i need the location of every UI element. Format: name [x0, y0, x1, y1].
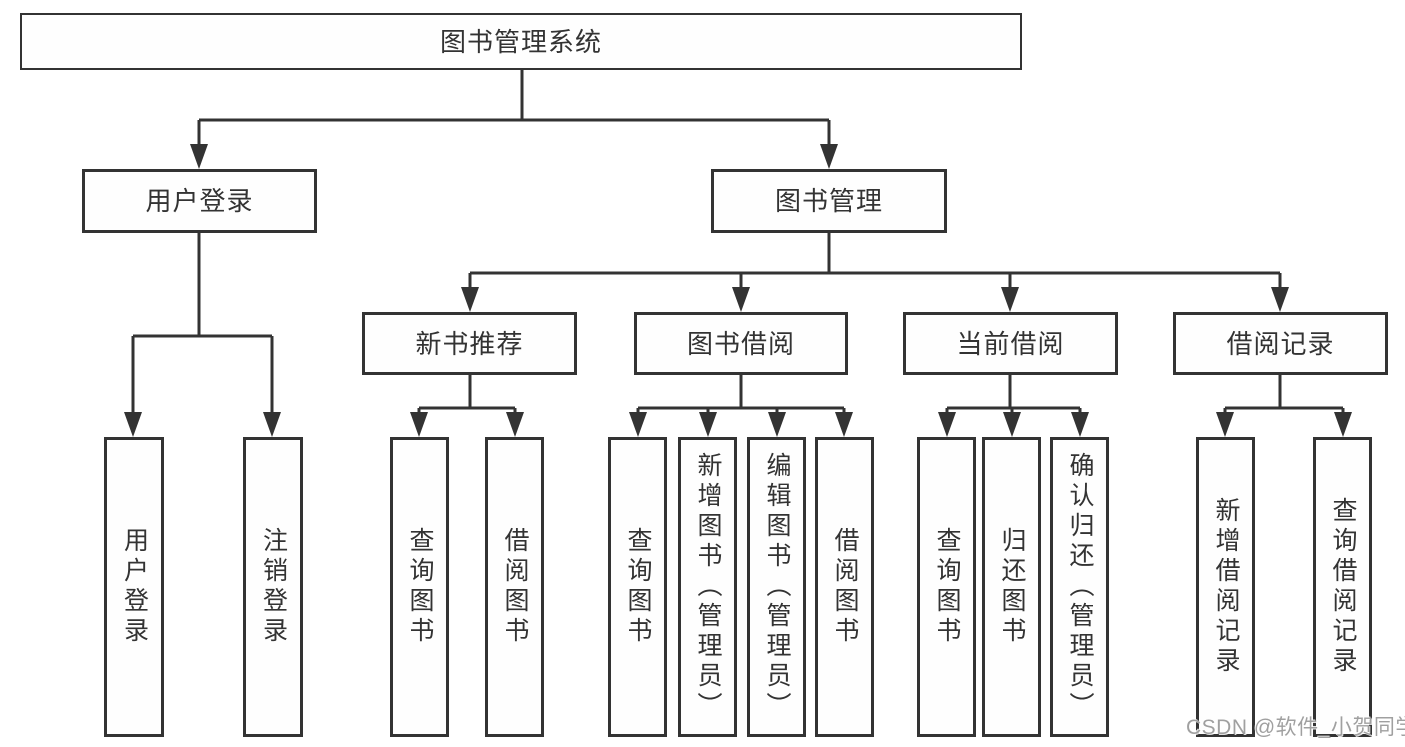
- node-leaf-br-add: 新增借阅记录: [1196, 437, 1255, 737]
- node-borrow-records: 借阅记录: [1173, 312, 1388, 375]
- node-leaf-login: 用户登录: [104, 437, 164, 737]
- node-book-mgmt: 图书管理: [711, 169, 947, 233]
- node-leaf-logout-label: 注销登录: [259, 527, 288, 647]
- node-leaf-bb-query: 查询图书: [608, 437, 667, 737]
- node-leaf-cb-return-label: 归还图书: [998, 527, 1026, 647]
- node-current-borrow-label: 当前借阅: [956, 328, 1065, 359]
- node-leaf-br-query-label: 查询借阅记录: [1329, 497, 1357, 677]
- node-leaf-br-query: 查询借阅记录: [1313, 437, 1372, 737]
- node-borrow-records-label: 借阅记录: [1226, 328, 1335, 359]
- watermark: CSDN @软件_小贺同学: [1186, 716, 1405, 739]
- node-leaf-bb-add-label: 新增图书（管理员）: [694, 452, 722, 722]
- node-book-borrow: 图书借阅: [634, 312, 848, 375]
- node-leaf-cb-confirm-label: 确认归还（管理员）: [1066, 452, 1094, 722]
- node-leaf-cb-confirm: 确认归还（管理员）: [1050, 437, 1109, 737]
- node-leaf-logout: 注销登录: [243, 437, 303, 737]
- node-leaf-cb-query-label: 查询图书: [933, 527, 961, 647]
- node-leaf-cb-return: 归还图书: [982, 437, 1041, 737]
- node-book-borrow-label: 图书借阅: [686, 328, 795, 359]
- node-leaf-nb-borrow: 借阅图书: [485, 437, 544, 737]
- edge-lines: [131, 69, 1345, 415]
- node-leaf-cb-query: 查询图书: [917, 437, 976, 737]
- node-user-login-label: 用户登录: [145, 186, 254, 216]
- node-root: 图书管理系统: [20, 13, 1022, 70]
- node-leaf-bb-borrow: 借阅图书: [815, 437, 874, 737]
- node-book-mgmt-label: 图书管理: [774, 186, 883, 216]
- node-leaf-bb-add: 新增图书（管理员）: [678, 437, 737, 737]
- node-leaf-login-label: 用户登录: [120, 527, 149, 647]
- arrowheads: [124, 144, 1352, 437]
- node-current-borrow: 当前借阅: [903, 312, 1118, 375]
- node-root-label: 图书管理系统: [439, 26, 602, 57]
- node-leaf-nb-query-label: 查询图书: [406, 527, 434, 647]
- node-leaf-bb-edit-label: 编辑图书（管理员）: [763, 452, 791, 722]
- node-new-books-label: 新书推荐: [415, 328, 524, 359]
- node-user-login: 用户登录: [82, 169, 317, 233]
- node-leaf-nb-query: 查询图书: [390, 437, 449, 737]
- node-new-books: 新书推荐: [362, 312, 577, 375]
- node-leaf-bb-borrow-label: 借阅图书: [831, 527, 859, 647]
- node-leaf-bb-query-label: 查询图书: [624, 527, 652, 647]
- node-leaf-br-add-label: 新增借阅记录: [1212, 497, 1240, 677]
- node-leaf-bb-edit: 编辑图书（管理员）: [747, 437, 806, 737]
- node-leaf-nb-borrow-label: 借阅图书: [501, 527, 529, 647]
